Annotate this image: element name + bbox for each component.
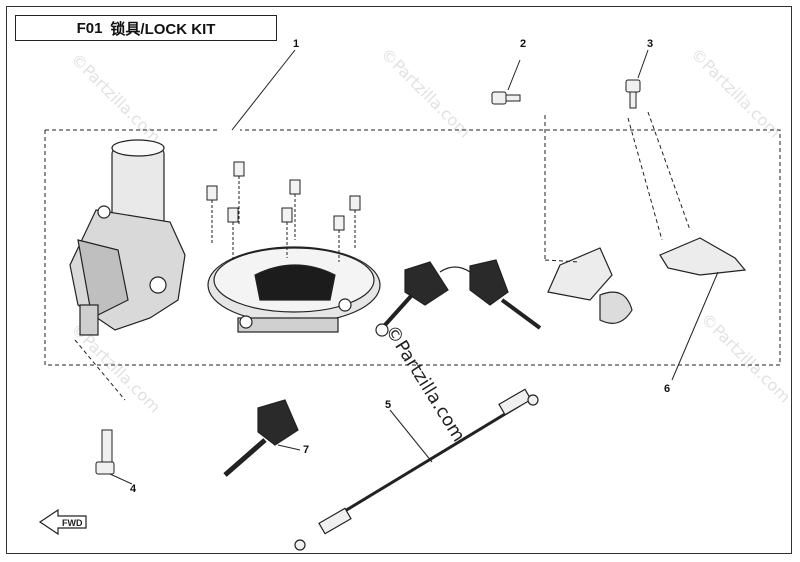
watermark-center: ©Partzilla.com (381, 322, 469, 446)
bracket-6 (659, 237, 747, 276)
callout-4: 4 (130, 483, 137, 495)
callout-2: 2 (520, 38, 526, 50)
fuel-cap (207, 246, 381, 333)
callout-6: 6 (664, 383, 670, 395)
diagram-code: F01 (76, 19, 103, 37)
cable-5 (294, 388, 539, 551)
watermark: ©Partzilla.com (377, 44, 474, 141)
watermark: ©Partzilla.com (67, 49, 164, 146)
callout-5: 5 (385, 399, 391, 411)
leader-7 (277, 444, 301, 451)
ignition-switch (69, 139, 186, 336)
single-key-7 (223, 399, 299, 477)
bolt-3 (625, 79, 641, 109)
leader-1 (231, 49, 296, 131)
mounting-bracket (547, 247, 633, 324)
bolt-4 (95, 429, 115, 475)
leader-4 (109, 473, 133, 485)
diagram-title: F01 锁具/LOCK KIT (15, 15, 277, 41)
fwd-arrow-icon: FWD (38, 508, 87, 536)
kit-boundary (44, 129, 781, 366)
diagram-name: 锁具/LOCK KIT (110, 20, 216, 38)
leader-3 (637, 49, 649, 79)
callout-1: 1 (293, 38, 299, 50)
watermark: ©Partzilla.com (687, 44, 784, 141)
callout-7: 7 (303, 444, 309, 456)
fwd-label: FWD (62, 518, 83, 528)
callout-3: 3 (647, 38, 653, 50)
leader-5 (389, 409, 433, 463)
leader-6 (671, 271, 719, 381)
diagram-frame (6, 6, 792, 554)
leader-2 (507, 59, 521, 91)
cap-bolts (206, 161, 361, 262)
bolt-2 (491, 91, 521, 105)
key-pair (375, 259, 542, 337)
